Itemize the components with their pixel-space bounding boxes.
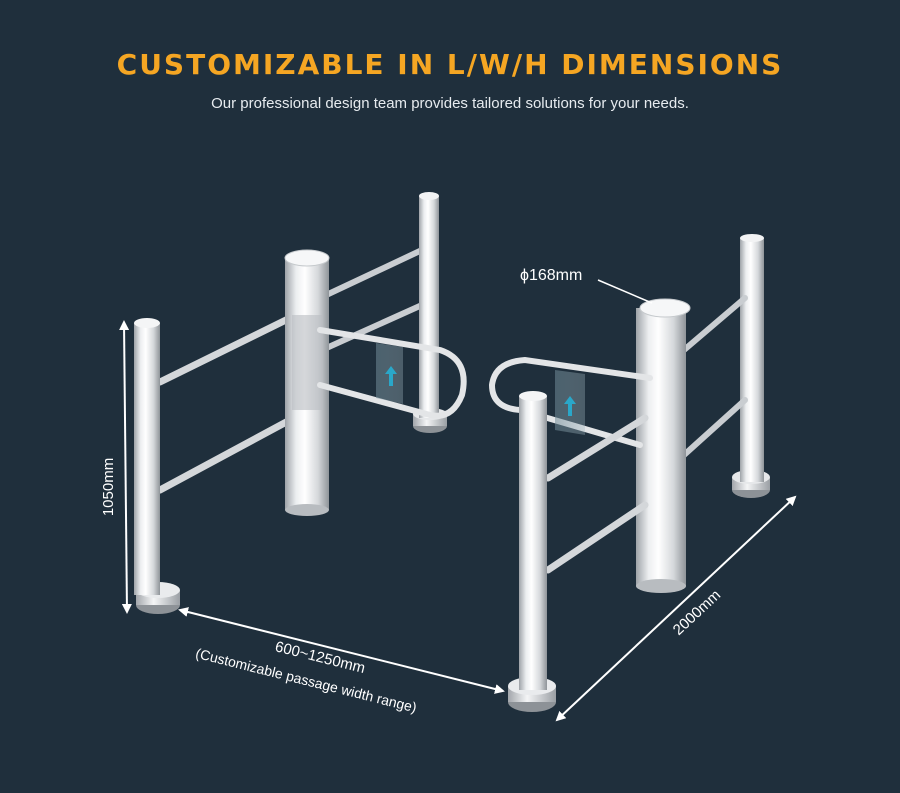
rear-left-post xyxy=(413,192,447,433)
page-title: CUSTOMIZABLE IN L/W/H DIMENSIONS xyxy=(116,48,784,81)
length-label: 2000mm xyxy=(670,587,724,639)
front-right-post xyxy=(508,391,556,712)
left-turnstile xyxy=(134,192,467,614)
arrow-up-icon xyxy=(564,396,576,416)
length-dimension-line xyxy=(555,495,797,722)
diameter-label: ϕ168mm xyxy=(520,267,582,284)
right-swing-arm xyxy=(488,356,653,448)
right-pedestal xyxy=(636,298,691,593)
front-left-post xyxy=(134,318,180,614)
width-dimension-line xyxy=(178,607,505,694)
diameter-leader-line xyxy=(597,279,653,304)
height-label: 1050mm xyxy=(100,458,117,516)
page-subtitle: Our professional design team provides ta… xyxy=(211,95,689,112)
right-glass-panel xyxy=(555,370,585,435)
dimension-annotations: 1050mm 600~1250mm (Customizable passage … xyxy=(100,267,797,722)
height-dimension-line xyxy=(119,320,132,614)
arrow-up-icon xyxy=(385,366,397,386)
left-glass-panel xyxy=(376,343,403,404)
rear-right-post xyxy=(732,234,770,498)
right-turnstile xyxy=(488,234,770,712)
left-swing-arm xyxy=(317,327,467,419)
